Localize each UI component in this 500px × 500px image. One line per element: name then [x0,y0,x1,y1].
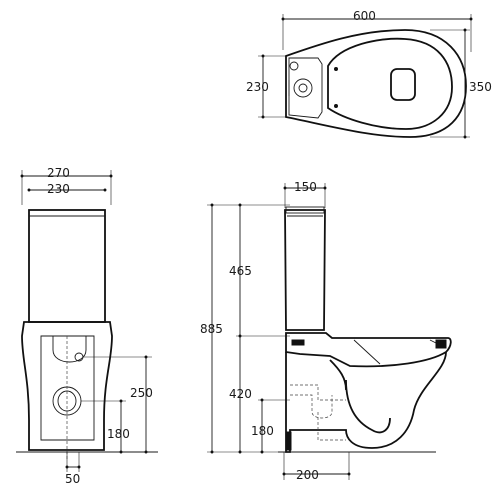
dim-label-230-front: 230 [47,182,70,196]
front-bowl [21,321,113,451]
front-view: 270 230 250 180 50 [16,166,158,486]
side-tank [284,209,326,331]
dim-label-180-side: 180 [251,424,274,438]
dim-label-200: 200 [296,468,319,482]
flush-button [298,83,308,93]
side-waste-dash [290,394,333,419]
side-hinge [291,339,305,346]
dim-label-600: 600 [353,9,376,23]
side-trapway [345,379,391,434]
side-waste-dash [290,384,346,401]
dim-label-150: 150 [294,180,317,194]
side-seat-line [353,339,381,365]
side-view: 150 885 465 420 180 200 [200,180,452,482]
dim-label-420: 420 [229,387,252,401]
side-bowl-inner [329,359,347,391]
dim-label-885: 885 [200,322,223,336]
flush-button-ring [293,78,313,98]
top-lid-recess [390,68,416,101]
dim-label-180-front: 180 [107,427,130,441]
dim-label-465: 465 [229,264,252,278]
side-waste-dash [317,412,346,441]
top-seat [327,37,453,130]
side-tank-lid [285,206,325,214]
front-seat-hinge [52,336,87,363]
side-floor-fix [285,431,292,451]
side-bowl [285,351,447,453]
top-outline [285,29,467,138]
side-seat [285,332,452,368]
top-view: 600 230 350 [246,9,492,139]
dim-label-230-top: 230 [246,80,269,94]
dim-label-350: 350 [469,80,492,94]
dim-label-250: 250 [130,386,153,400]
fixing-hole [334,104,338,108]
top-tank [288,57,323,119]
side-seat-bumper [435,339,447,349]
tank-hole [289,61,299,71]
dim-label-50: 50 [65,472,80,486]
front-inner-panel [40,335,95,441]
dim-label-270: 270 [47,166,70,180]
front-tank [28,209,106,323]
fixing-hole [334,67,338,71]
